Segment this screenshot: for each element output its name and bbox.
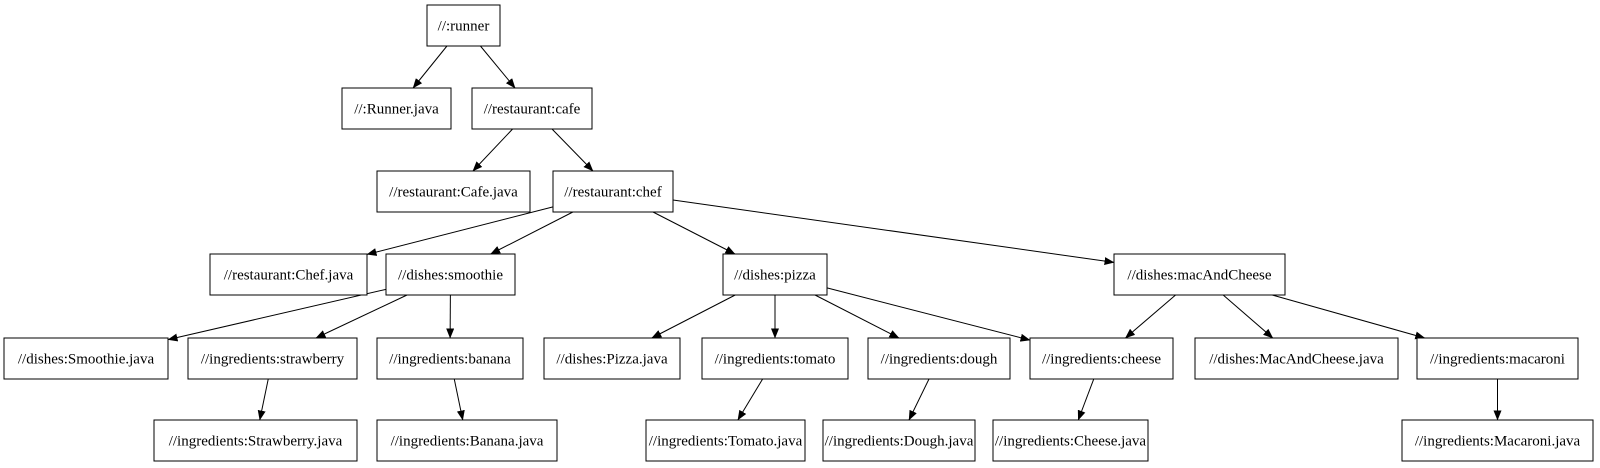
node-label-tomato_java: //ingredients:Tomato.java xyxy=(649,434,803,450)
graph-node-cafe: //restaurant:cafe xyxy=(471,87,593,130)
edge-mac_and_cheese-to-macaroni xyxy=(1272,294,1426,340)
node-label-smoothie_java: //dishes:Smoothie.java xyxy=(18,352,155,368)
graph-node-banana_java: //ingredients:Banana.java xyxy=(376,419,558,462)
edge-cheese-to-cheese_java xyxy=(1077,378,1095,421)
graph-node-macaroni: //ingredients:macaroni xyxy=(1416,337,1579,380)
node-box-cafe_java xyxy=(376,170,531,213)
graph-node-chef_java: //restaurant:Chef.java xyxy=(209,253,368,296)
node-box-strawberry_java xyxy=(153,419,358,462)
node-box-tomato_java xyxy=(645,419,806,462)
edge-smoothie-to-strawberry xyxy=(315,294,408,339)
graph-node-strawberry: //ingredients:strawberry xyxy=(187,337,358,380)
node-layer: //:runner //:Runner.java //restaurant:cafe… xyxy=(3,4,1594,462)
node-box-mac_and_cheese_java xyxy=(1194,337,1399,380)
edge-pizza-to-dough xyxy=(814,294,900,339)
node-label-strawberry_java: //ingredients:Strawberry.java xyxy=(169,434,343,450)
node-label-macaroni: //ingredients:macaroni xyxy=(1430,352,1565,368)
graph-node-dough_java: //ingredients:Dough.java xyxy=(822,419,976,462)
graph-node-banana: //ingredients:banana xyxy=(376,337,524,380)
node-label-mac_and_cheese: //dishes:macAndCheese xyxy=(1127,268,1271,284)
graph-node-dough: //ingredients:dough xyxy=(867,337,1011,380)
node-label-dough_java: //ingredients:Dough.java xyxy=(825,434,974,450)
node-label-runner_java: //:Runner.java xyxy=(354,102,439,118)
node-box-smoothie_java xyxy=(3,337,169,380)
graph-node-tomato_java: //ingredients:Tomato.java xyxy=(645,419,806,462)
node-box-chef xyxy=(552,170,674,213)
graph-node-mac_and_cheese_java: //dishes:MacAndCheese.java xyxy=(1194,337,1399,380)
node-label-cheese_java: //ingredients:Cheese.java xyxy=(995,434,1147,450)
graph-node-smoothie: //dishes:smoothie xyxy=(385,253,516,296)
node-label-pizza_java: //dishes:Pizza.java xyxy=(556,352,668,368)
edge-strawberry-to-strawberry_java xyxy=(257,378,269,421)
edge-mac_and_cheese-to-cheese xyxy=(1125,294,1176,339)
node-box-banana_java xyxy=(376,419,558,462)
graph-node-cheese: //ingredients:cheese xyxy=(1029,337,1174,380)
node-box-tomato xyxy=(701,337,849,380)
node-box-macaroni_java xyxy=(1401,419,1594,462)
edge-chef-to-smoothie xyxy=(490,211,574,255)
node-box-cafe xyxy=(471,87,593,130)
node-label-runner: //:runner xyxy=(438,19,490,35)
graph-node-mac_and_cheese: //dishes:macAndCheese xyxy=(1113,253,1286,296)
node-box-runner xyxy=(426,4,501,47)
graph-node-runner: //:runner xyxy=(426,4,501,47)
edge-smoothie-to-smoothie_java xyxy=(167,288,387,342)
node-box-dough_java xyxy=(822,419,976,462)
node-label-macaroni_java: //ingredients:Macaroni.java xyxy=(1415,434,1581,450)
node-label-pizza: //dishes:pizza xyxy=(734,268,816,284)
node-label-dough: //ingredients:dough xyxy=(881,352,998,368)
node-label-banana: //ingredients:banana xyxy=(389,352,511,368)
node-box-mac_and_cheese xyxy=(1113,253,1286,296)
node-box-strawberry xyxy=(187,337,358,380)
graph-node-cheese_java: //ingredients:Cheese.java xyxy=(992,419,1149,462)
node-box-pizza xyxy=(722,253,828,296)
edge-runner-to-runner_java xyxy=(412,45,448,89)
node-label-cafe_java: //restaurant:Cafe.java xyxy=(389,185,518,201)
node-box-smoothie xyxy=(385,253,516,296)
node-box-pizza_java xyxy=(543,337,681,380)
edge-chef-to-mac_and_cheese xyxy=(672,199,1115,266)
edge-chef-to-pizza xyxy=(652,211,736,255)
node-label-cafe: //restaurant:cafe xyxy=(484,102,581,118)
edge-chef-to-chef_java xyxy=(366,206,554,256)
edge-dough-to-dough_java xyxy=(908,378,930,421)
graph-node-strawberry_java: //ingredients:Strawberry.java xyxy=(153,419,358,462)
edge-layer xyxy=(167,45,1502,421)
node-label-smoothie: //dishes:smoothie xyxy=(398,268,503,284)
graph-node-smoothie_java: //dishes:Smoothie.java xyxy=(3,337,169,380)
graph-node-tomato: //ingredients:tomato xyxy=(701,337,849,380)
edge-cafe-to-chef xyxy=(551,128,594,172)
edge-pizza-to-pizza_java xyxy=(651,294,736,339)
edge-tomato-to-tomato_java xyxy=(737,378,764,421)
node-label-mac_and_cheese_java: //dishes:MacAndCheese.java xyxy=(1209,352,1384,368)
edge-pizza-to-cheese xyxy=(826,287,1031,342)
node-label-banana_java: //ingredients:Banana.java xyxy=(391,434,544,450)
node-box-runner_java xyxy=(341,87,452,130)
node-box-banana xyxy=(376,337,524,380)
edge-banana-to-banana_java xyxy=(453,378,465,421)
edge-cafe-to-cafe_java xyxy=(472,128,513,172)
node-label-cheese: //ingredients:cheese xyxy=(1042,352,1161,368)
graph-node-runner_java: //:Runner.java xyxy=(341,87,452,130)
node-label-strawberry: //ingredients:strawberry xyxy=(201,352,345,368)
graph-node-pizza: //dishes:pizza xyxy=(722,253,828,296)
graph-node-chef: //restaurant:chef xyxy=(552,170,674,213)
node-label-chef: //restaurant:chef xyxy=(564,185,661,201)
edge-runner-to-cafe xyxy=(480,45,516,89)
node-box-cheese_java xyxy=(992,419,1149,462)
node-box-dough xyxy=(867,337,1011,380)
graph-node-pizza_java: //dishes:Pizza.java xyxy=(543,337,681,380)
node-box-macaroni xyxy=(1416,337,1579,380)
node-box-cheese xyxy=(1029,337,1174,380)
edge-mac_and_cheese-to-mac_and_cheese_java xyxy=(1222,294,1274,339)
graph-node-cafe_java: //restaurant:Cafe.java xyxy=(376,170,531,213)
node-box-chef_java xyxy=(209,253,368,296)
node-label-chef_java: //restaurant:Chef.java xyxy=(224,268,354,284)
graph-node-macaroni_java: //ingredients:Macaroni.java xyxy=(1401,419,1594,462)
node-label-tomato: //ingredients:tomato xyxy=(715,352,836,368)
